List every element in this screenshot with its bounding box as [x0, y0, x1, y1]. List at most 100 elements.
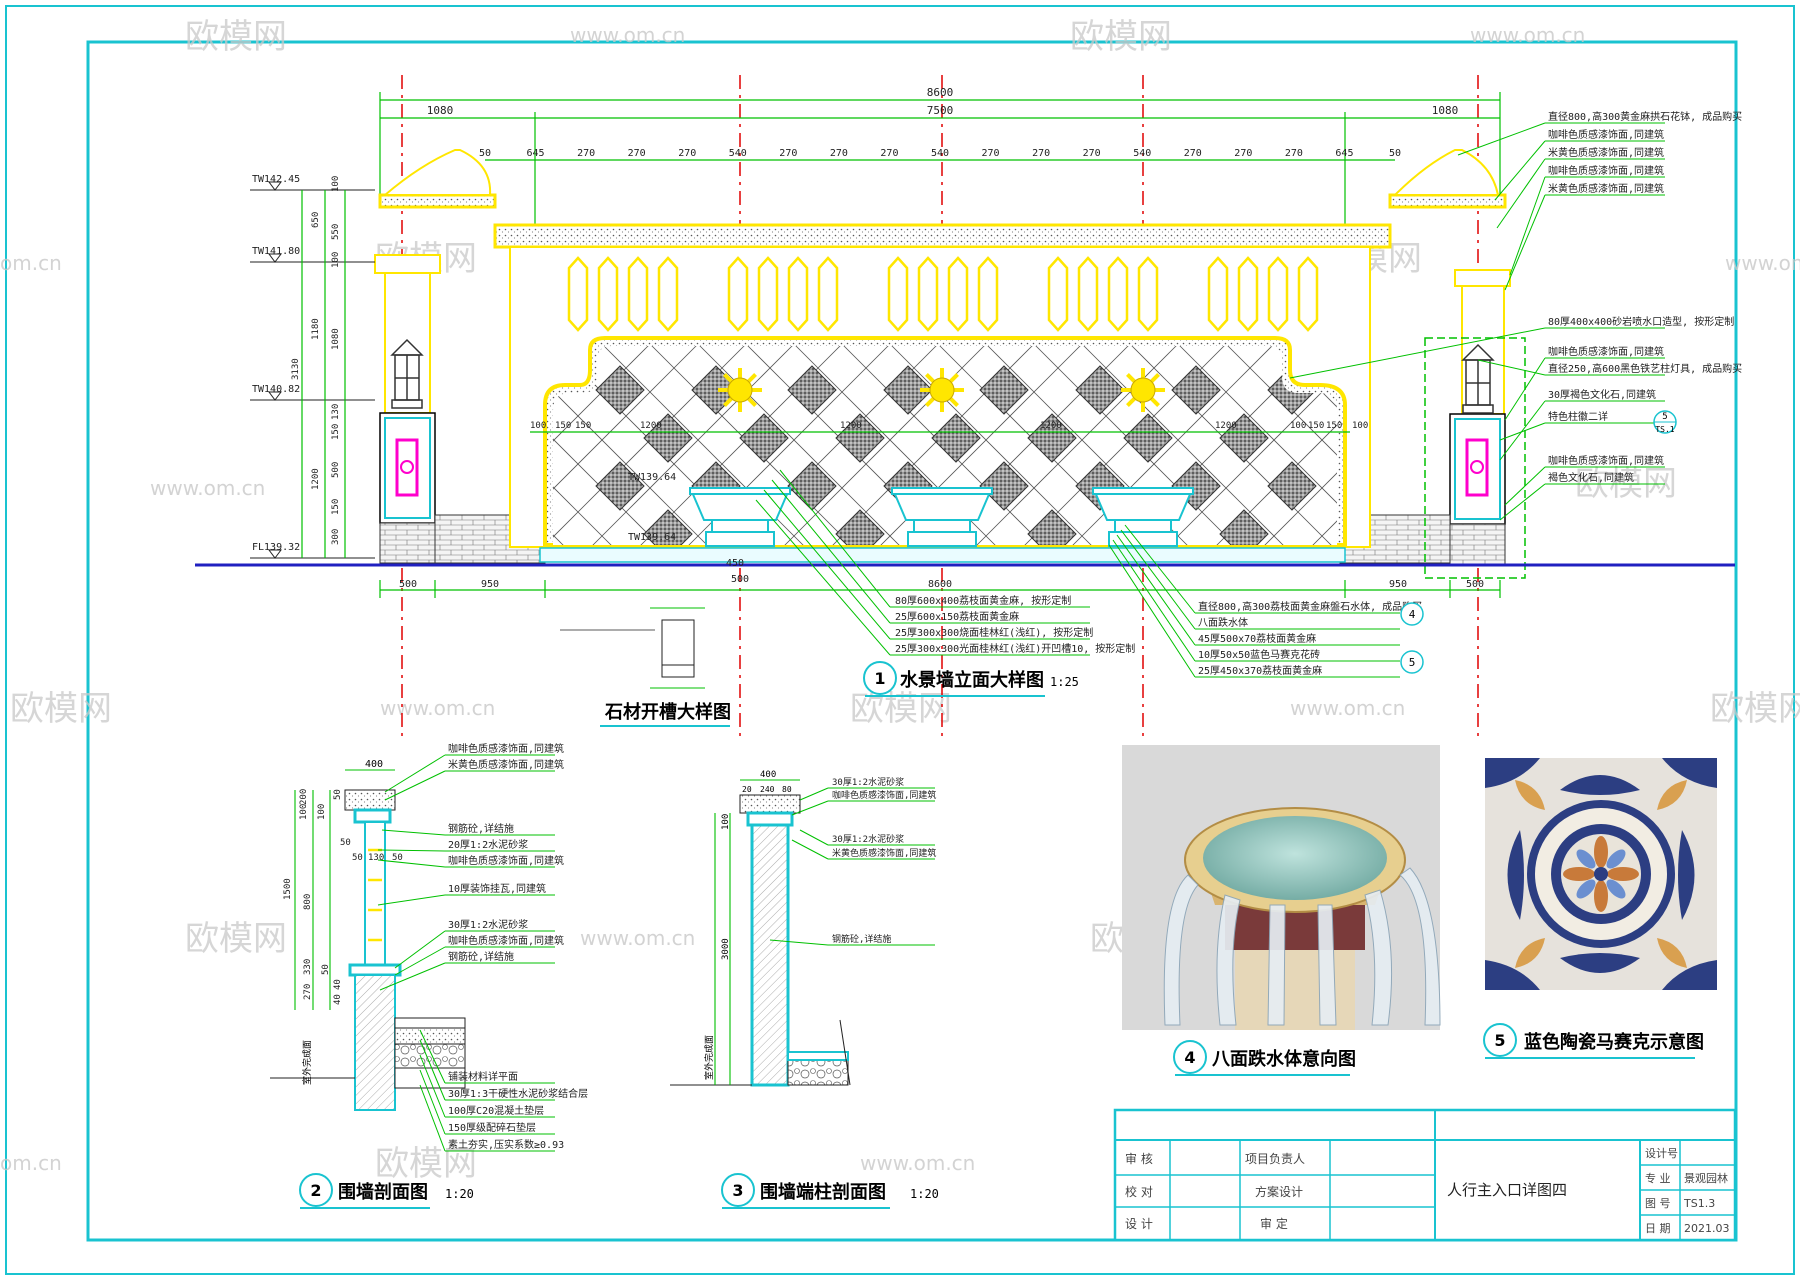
bottom-note-right-1: 八面跌水体: [1198, 616, 1248, 629]
title-2-scale: 1:20: [445, 1187, 474, 1201]
s2-dim-8: 1500: [283, 878, 293, 900]
tb-mid-1: 项目负责人: [1245, 1152, 1305, 1166]
level-tw-low: TW140.82: [252, 384, 300, 395]
hexagon-opening: [657, 256, 679, 332]
s2-note-13: 素土夯实,压实系数≥0.93: [448, 1138, 564, 1151]
dim-sub-6: 270: [779, 148, 797, 159]
sun-ornament: [1121, 368, 1165, 412]
level-markers: TW142.45 TW141.80 TW140.82 FL139.32 TW13…: [250, 174, 676, 559]
right-note-5: 80厚400x400砂岩喷水口造型, 按形定制: [1548, 315, 1734, 328]
granite-diamond: [979, 461, 1029, 511]
granite-diamond: [595, 365, 645, 415]
dim-inner-7: 1200: [1215, 421, 1237, 431]
dim-inner-8: 100: [1290, 421, 1306, 431]
hexagon-opening: [887, 256, 909, 332]
s2-dim-7: 50: [333, 789, 343, 800]
granite-diamond: [787, 365, 837, 415]
s2-note-5: 10厚装饰挂瓦,同建筑: [448, 882, 546, 895]
dim-inner-2: 150: [555, 421, 571, 431]
s2-dim-10: 330: [303, 959, 313, 975]
dim-bottom-4: 950: [1389, 579, 1407, 590]
level-inner-b: TW139.64: [628, 532, 676, 543]
s2-note-8: 钢筋砼,详结施: [448, 950, 514, 963]
title-1-text: 水景墙立面大样图: [900, 669, 1044, 691]
watermark-site: www.om.cn: [570, 23, 685, 47]
dim-left-12: 300: [331, 529, 341, 545]
s2-dim-5: 130: [368, 853, 384, 863]
dim-mid-b: 500: [731, 574, 749, 585]
dim-bottom-2: 950: [481, 579, 499, 590]
right-notes: 直径800,高300黄金麻拱石花钵, 成品购买咖啡色质感漆饰面,同建筑米黄色质感…: [1289, 110, 1742, 521]
granite-diamond: [1027, 413, 1077, 463]
right-note-9: 特色柱徽二详: [1548, 410, 1608, 423]
dim-left-3: 100: [331, 252, 341, 268]
right-note-10: 咖啡色质感漆饰面,同建筑: [1548, 454, 1664, 467]
title-2-num: 2: [310, 1181, 321, 1200]
tb-mid-3: 审 定: [1260, 1216, 1288, 1231]
dim-left-6: 3130: [291, 358, 301, 380]
dim-sub-4: 270: [678, 148, 696, 159]
bottom-ref-4: 4: [1409, 608, 1416, 621]
watermark-site: www.om.cn: [860, 1151, 975, 1175]
dim-top-left: 1080: [427, 104, 454, 117]
dim-left-8: 150: [331, 424, 341, 440]
dim-sub-3: 270: [628, 148, 646, 159]
s3-top-dim-4: 80: [782, 785, 792, 794]
right-note-7: 直径250,高600黑色铁艺柱灯具, 成品购买: [1548, 362, 1742, 375]
dim-top-total: 8600: [927, 86, 954, 99]
dim-sub-12: 270: [1083, 148, 1101, 159]
s2-ground-label: 室外完成面: [301, 1040, 313, 1085]
granite-diamond: [1171, 365, 1221, 415]
dim-sub-15: 270: [1234, 148, 1252, 159]
title-5-text: 蓝色陶瓷马赛克示意图: [1524, 1031, 1704, 1053]
watermark-brand: 欧模网: [10, 689, 112, 729]
watermark-site: www.om.cn: [1725, 251, 1800, 275]
s2-note-9: 铺装材料详平面: [448, 1070, 518, 1083]
hexagon-opening: [787, 256, 809, 332]
s3-note-1: 咖啡色质感漆饰面,同建筑: [832, 789, 936, 801]
hexagon-opening: [977, 256, 999, 332]
hexagon-opening: [757, 256, 779, 332]
tb-r-label-1: 设计号: [1645, 1147, 1678, 1160]
bottom-ref-5: 5: [1409, 656, 1416, 669]
dim-sub-14: 270: [1184, 148, 1202, 159]
granite-diamond: [1027, 509, 1077, 545]
granite-diamond: [931, 413, 981, 463]
hexagon-opening: [1107, 256, 1129, 332]
sun-ornament: [718, 368, 762, 412]
tb-drawing-name: 人行主入口详图四: [1447, 1181, 1567, 1199]
basin: [891, 487, 993, 547]
s3-note-0: 30厚1:2水泥砂浆: [832, 776, 904, 788]
s2-top-dim: 400: [365, 759, 383, 770]
dim-bottom-1: 500: [399, 579, 417, 590]
hexagon-opening: [1047, 256, 1069, 332]
watermark-site: www.om.cn: [1290, 696, 1405, 720]
sun-ornament: [920, 368, 964, 412]
watermark-short: om.cn: [0, 251, 62, 275]
dim-inner-6: 1200: [1040, 421, 1062, 431]
watermark-brand: 欧模网: [185, 919, 287, 959]
dim-top-right: 1080: [1432, 104, 1459, 117]
hexagon-opening: [817, 256, 839, 332]
s2-note-11: 100厚C20混凝土垫层: [448, 1104, 544, 1117]
s3-note-2: 30厚1:2水泥砂浆: [832, 833, 904, 845]
water-trough: [539, 547, 1346, 563]
granite-diamond: [1219, 413, 1269, 463]
hexagon-opening: [1297, 256, 1319, 332]
s2-dim-13: 40: [333, 979, 343, 990]
title-2-text: 围墙剖面图: [338, 1181, 428, 1203]
level-tw-mid: TW141.80: [252, 246, 300, 257]
basins: [689, 487, 1194, 547]
bottom-note-right-0: 直径800,高300荔枝面黄金麻盤石水体, 成品购买: [1198, 600, 1422, 613]
dim-sub-17: 645: [1335, 148, 1353, 159]
dim-mid-a: 450: [726, 558, 744, 569]
callout-ref-right-num: 5: [1662, 412, 1667, 422]
title-4-text: 八面跌水体意向图: [1212, 1048, 1356, 1070]
dim-left-4: 1180: [311, 318, 321, 340]
dim-sub-1: 645: [527, 148, 545, 159]
photo-4-basin-render: 4 八面跌水体意向图: [1122, 745, 1441, 1076]
level-tw-top: TW142.45: [252, 174, 300, 185]
s2-dim-1: 100: [299, 804, 309, 820]
watermark-brand: 欧模网: [1710, 689, 1800, 729]
